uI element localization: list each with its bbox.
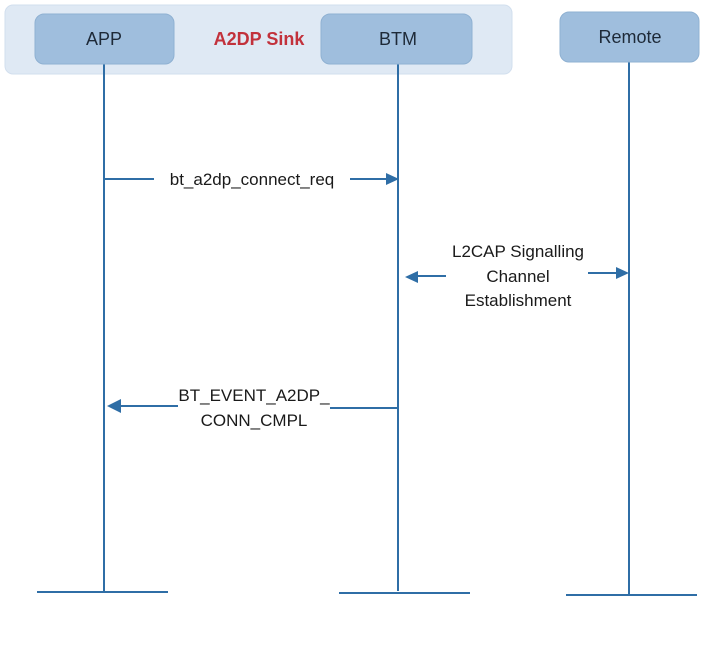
remote-actor-label: Remote [598,27,661,47]
app-actor-label: APP [86,29,122,49]
connect-req-label: bt_a2dp_connect_req [170,170,334,189]
connect-req-arrowhead [386,173,399,185]
app-actor-box [34,13,175,65]
connect-req-message: bt_a2dp_connect_req [104,167,399,191]
btm-actor-box [320,13,473,65]
conn-cmpl-arrowhead [107,399,121,413]
l2cap-message: L2CAP Signalling Channel Establishment [405,242,629,310]
btm-actor-label: BTM [379,29,417,49]
l2cap-left-arrowhead [405,271,418,283]
conn-cmpl-label-line1: BT_EVENT_A2DP_ [178,386,330,405]
remote-actor-box [559,11,700,63]
a2dp-sink-label: A2DP Sink [214,29,306,49]
l2cap-right-arrowhead [616,267,629,279]
conn-cmpl-message: BT_EVENT_A2DP_ CONN_CMPL [107,386,399,430]
l2cap-label-line3: Establishment [465,291,572,310]
l2cap-label-line1: L2CAP Signalling [452,242,584,261]
l2cap-label-line2: Channel [486,267,549,286]
connect-req-label-bg [154,167,350,191]
conn-cmpl-label-line2: CONN_CMPL [201,411,308,430]
